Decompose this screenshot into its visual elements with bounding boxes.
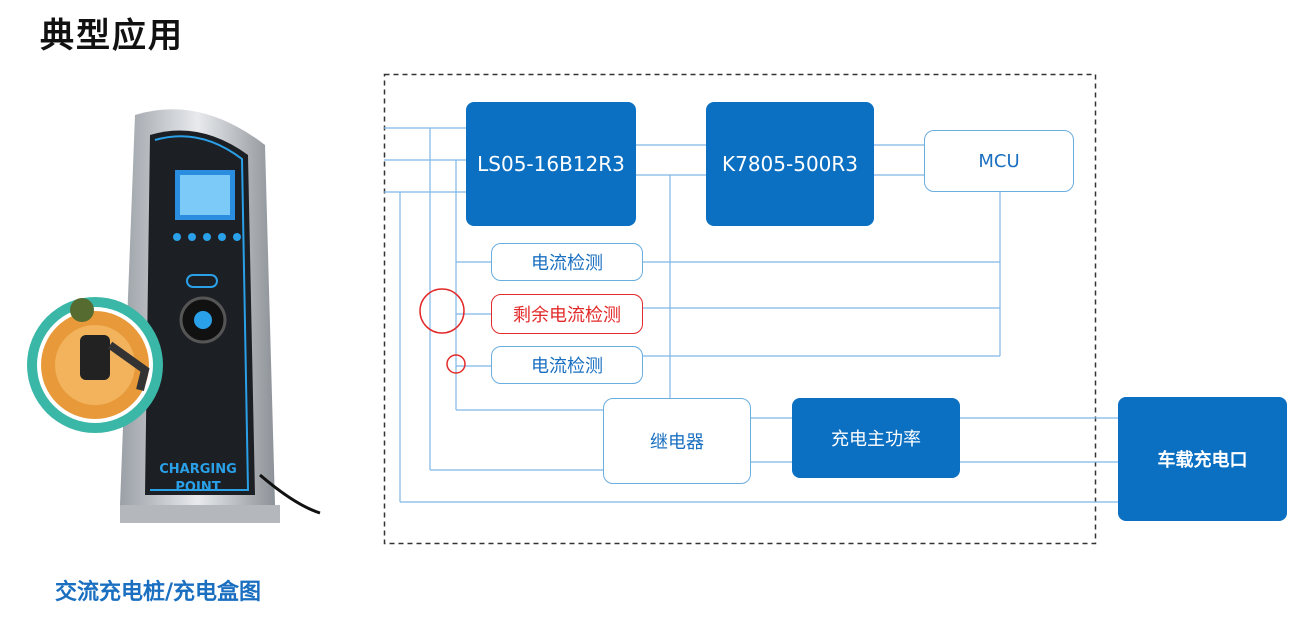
current-sensor-circle	[446, 354, 466, 374]
current-detect-block-2: 电流检测	[491, 346, 643, 384]
circuit-boundary	[383, 73, 1097, 545]
charge-main-power-block: 充电主功率	[792, 398, 960, 478]
wire-group	[384, 127, 1118, 503]
k7805-module-block: K7805-500R3	[706, 102, 874, 226]
page-title: 典型应用	[40, 16, 184, 56]
residual-sensor-circle	[419, 288, 465, 334]
current-detect-block-1: 电流检测	[491, 243, 643, 281]
charging-sign-line2: POINT	[175, 480, 221, 495]
charging-sign-line1: CHARGING	[159, 462, 237, 477]
charging-pile-illustration	[27, 109, 321, 523]
vehicle-charging-port-block: 车载充电口	[1118, 397, 1287, 521]
relay-block: 继电器	[603, 398, 751, 484]
ls05-module-block: LS05-16B12R3	[466, 102, 636, 226]
figure-caption: 交流充电桩/充电盒图	[55, 580, 262, 605]
residual-current-detect-block: 剩余电流检测	[491, 294, 643, 334]
mcu-block: MCU	[924, 130, 1074, 192]
